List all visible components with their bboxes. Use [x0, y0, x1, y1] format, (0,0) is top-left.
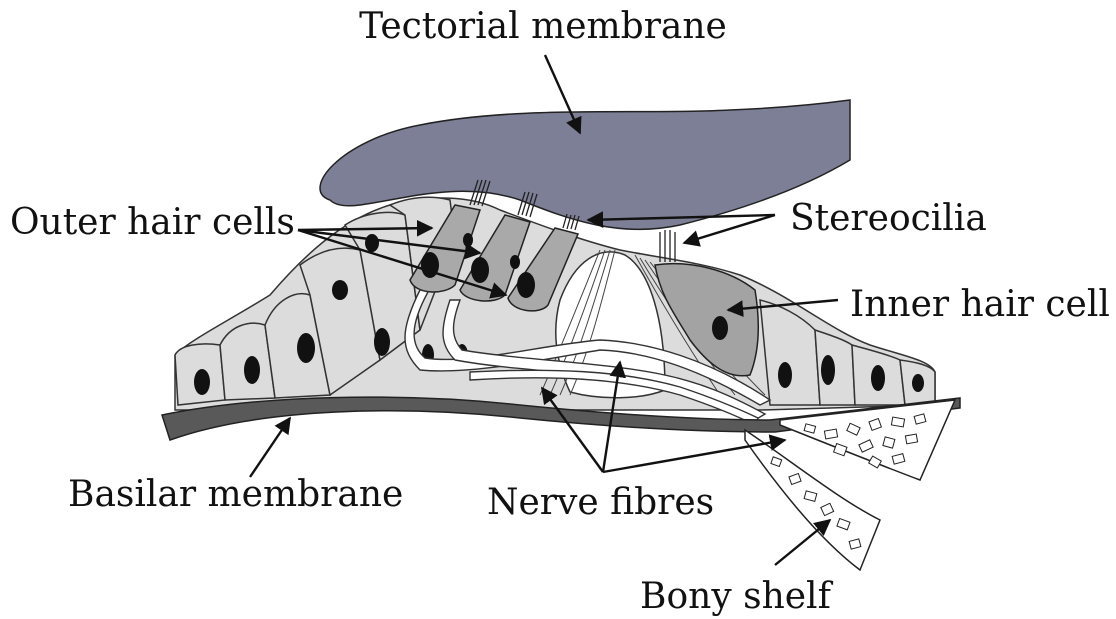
- label-inner-hair-cell: Inner hair cell: [850, 284, 1110, 325]
- label-nerve-fibres: Nerve fibres: [487, 482, 714, 523]
- label-outer-hair-cells: Outer hair cells: [10, 202, 295, 243]
- label-tectorial-membrane: Tectorial membrane: [359, 6, 727, 47]
- label-basilar-membrane: Basilar membrane: [68, 474, 403, 515]
- arrow-bony-shelf: [775, 520, 830, 565]
- label-bony-shelf: Bony shelf: [640, 576, 834, 617]
- arrow-basilar-membrane: [250, 418, 290, 477]
- label-stereocilia: Stereocilia: [790, 198, 987, 239]
